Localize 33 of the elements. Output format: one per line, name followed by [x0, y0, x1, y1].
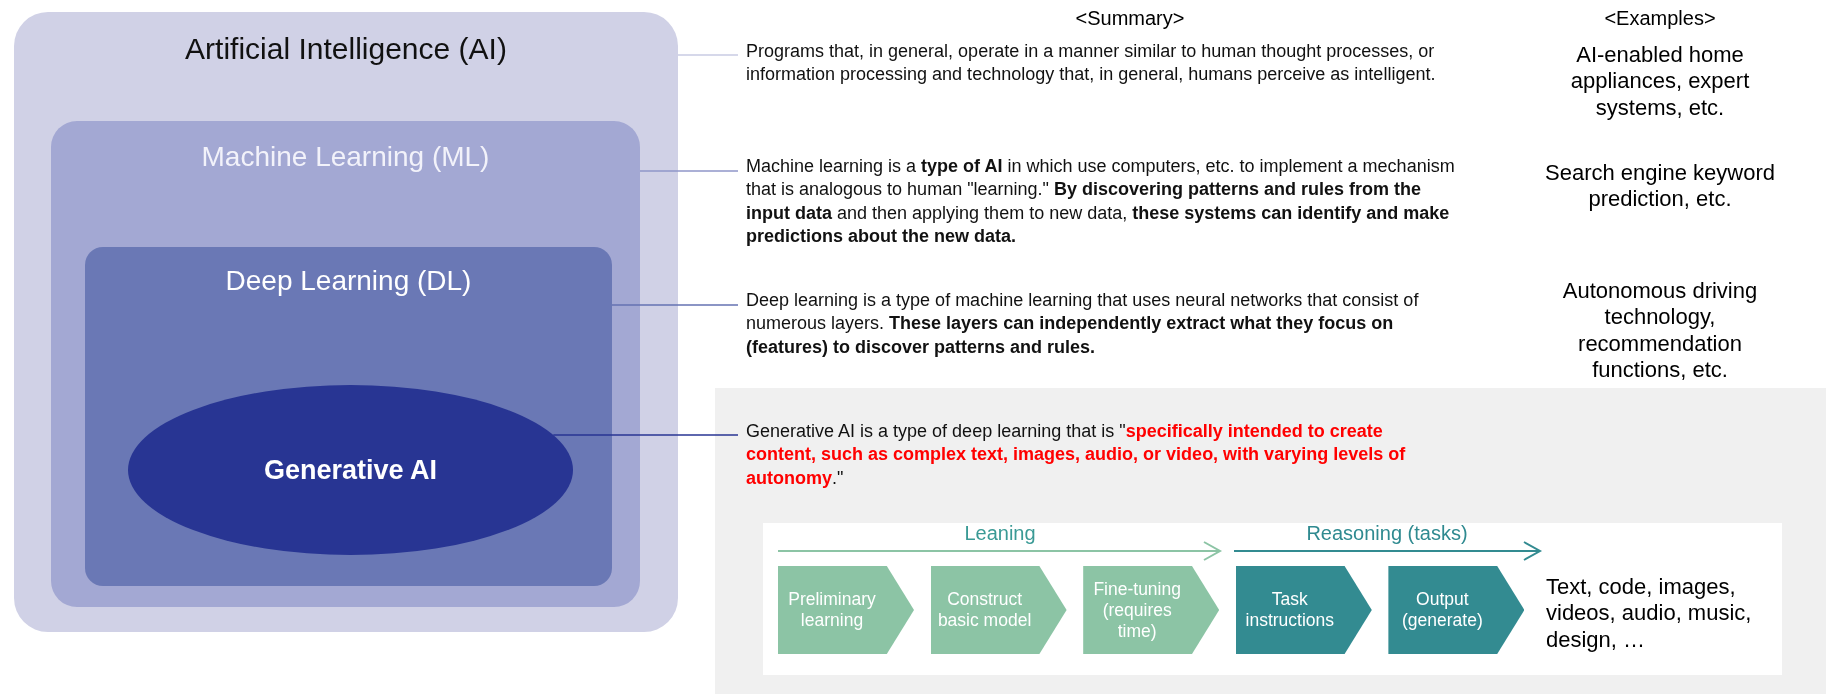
chevron-step	[1388, 566, 1525, 654]
column-heading: <Examples>	[1603, 6, 1717, 30]
chevron-step	[1083, 566, 1220, 654]
category-title: Artificial Intelligence (AI)	[184, 32, 508, 66]
category-title: Machine Learning (ML)	[200, 141, 491, 173]
node-label: Generative AI	[263, 454, 438, 486]
example-text: AI-enabled home appliances, expert systems, etc.	[1569, 42, 1751, 122]
leader-line	[611, 304, 739, 306]
step-label: Construct basic model	[936, 589, 1033, 631]
leader-line	[552, 434, 739, 436]
column-heading: <Summary>	[1074, 6, 1186, 30]
summary-text: Deep learning is a type of machine learning that uses neural networks that consist of numerous layers. These layers can independently extract what they focus on (features) to discover patterns and rules.	[746, 289, 1446, 360]
example-text: Autonomous driving technology, recommendation functions, etc.	[1561, 278, 1759, 384]
step-label: Output (generate)	[1401, 589, 1484, 631]
leader-line	[677, 54, 739, 56]
step-label: Fine-tuning (requires time)	[1092, 578, 1182, 642]
phase-label: Reasoning (tasks)	[1305, 521, 1469, 545]
example-text: Search engine keyword prediction, etc.	[1544, 160, 1776, 213]
chevron-step	[1235, 566, 1372, 654]
category-box	[14, 12, 678, 632]
summary-text: Generative AI is a type of deep learning that is "specifically intended to create content, such as complex text, images, audio, or video, with varying levels of autonomy."	[746, 420, 1426, 491]
category-title: Deep Learning (DL)	[224, 265, 473, 297]
step-label: Task instructions	[1244, 589, 1336, 631]
category-box	[85, 247, 612, 586]
chevron-step	[930, 566, 1067, 654]
summary-text: Programs that, in general, operate in a manner similar to human thought processes, or information processing and technology that, in general, humans perceive as intelligent.	[746, 40, 1456, 87]
step-label: Preliminary learning	[787, 589, 877, 631]
leader-line	[639, 170, 739, 172]
phase-label: Leaning	[963, 521, 1037, 545]
category-box	[51, 121, 640, 607]
chevron-step	[778, 566, 914, 654]
output-text: Text, code, images, videos, audio, music, design, …	[1546, 574, 1786, 654]
summary-text: Machine learning is a type of AI in which use computers, etc. to implement a mechanism that is analogous to human "learning." By discovering patterns and rules from the input data and then applying them to new data, these systems can identify and make predictions about the new data.	[746, 155, 1466, 249]
